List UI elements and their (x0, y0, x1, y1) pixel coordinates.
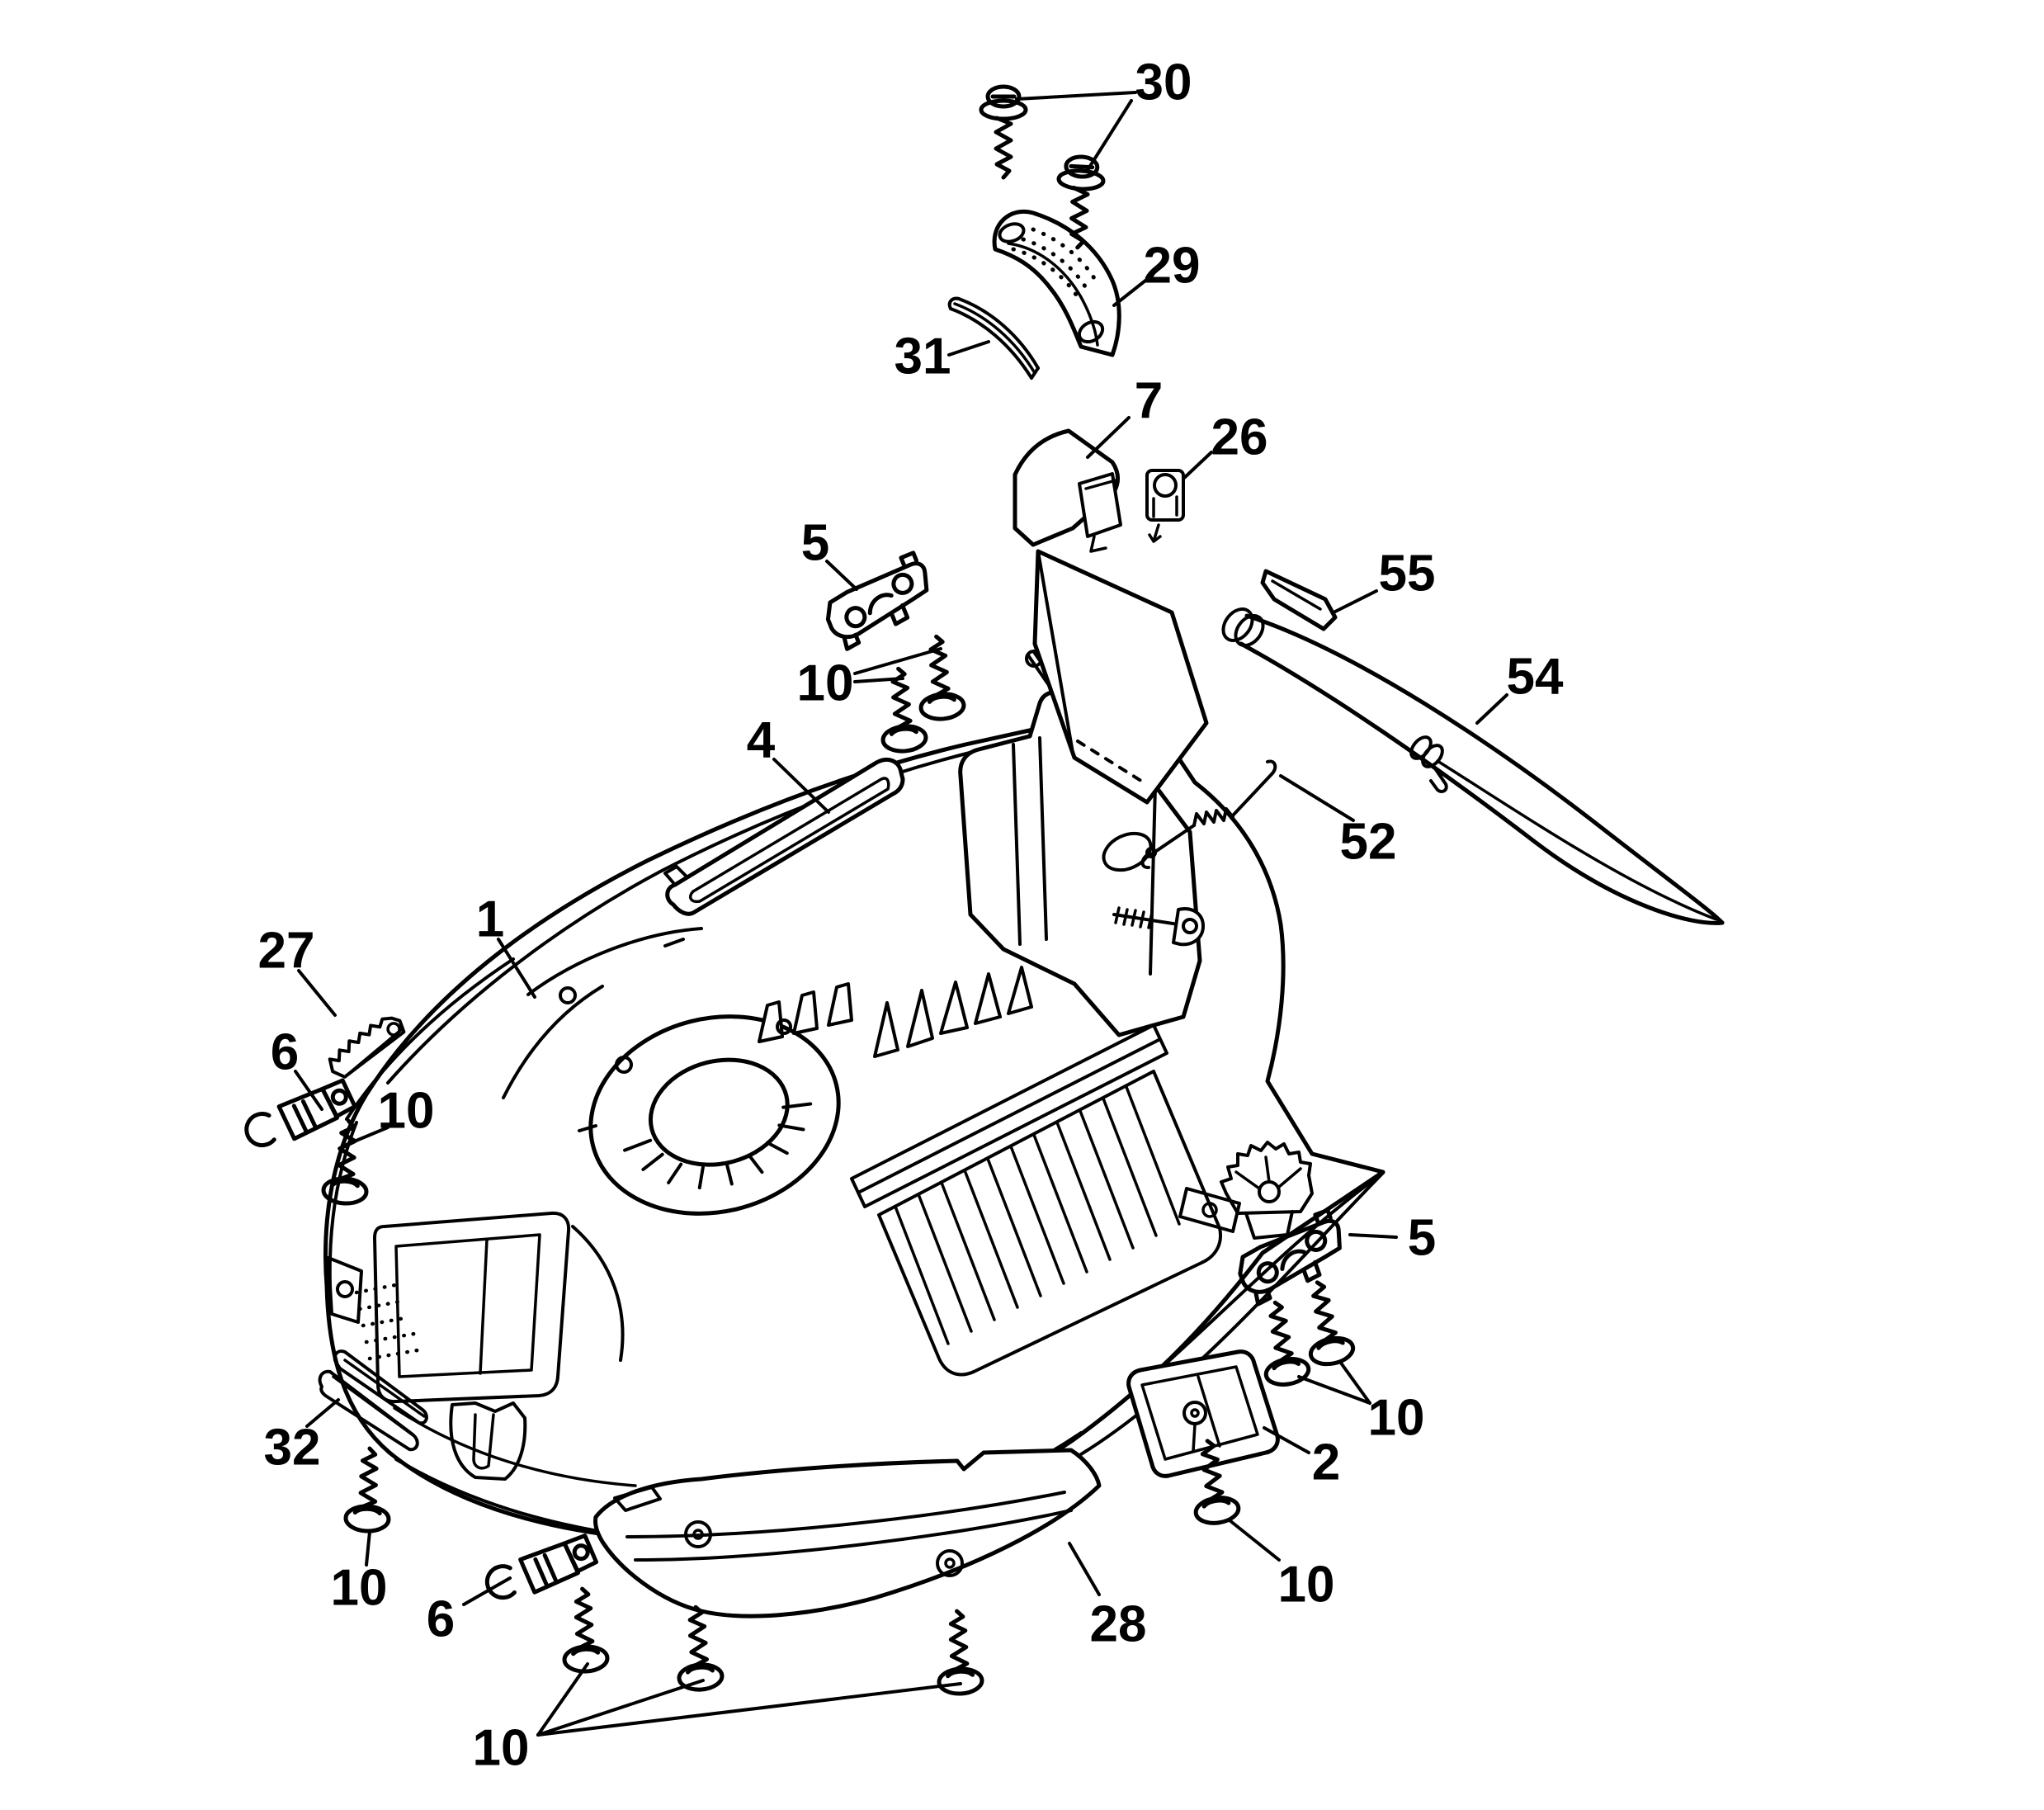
leader-line-10 (536, 1662, 589, 1737)
part-4-trim-strip (663, 758, 905, 916)
callout-54: 54 (1507, 649, 1564, 706)
leader-line-10 (853, 647, 942, 675)
callout-27: 27 (258, 923, 315, 980)
leader-line-27 (297, 969, 337, 1017)
leader-line-10 (1228, 1519, 1281, 1562)
part-32-rub-strip (318, 1349, 428, 1452)
callout-29: 29 (1144, 238, 1201, 295)
callout-55: 55 (1379, 546, 1436, 603)
part-29-handle-grip (992, 209, 1121, 357)
leader-line-10 (853, 677, 904, 683)
callout-6: 6 (427, 1591, 455, 1648)
leader-line-30 (1086, 99, 1133, 172)
part-55-blade-insert (1260, 569, 1338, 631)
part-31-grip-strip (947, 296, 1040, 380)
part-7-chute-cover (1013, 428, 1209, 805)
leader-line-52 (1279, 774, 1355, 822)
part-52-spring (1140, 759, 1277, 870)
leader-line-1 (497, 938, 536, 999)
callout-10: 10 (331, 1560, 388, 1617)
leader-line-26 (1182, 451, 1213, 480)
callout-32: 32 (264, 1420, 321, 1477)
sector-gear (1220, 1141, 1314, 1240)
callout-5: 5 (1408, 1210, 1436, 1267)
leader-line-10 (347, 1126, 389, 1146)
callout-1: 1 (476, 891, 504, 948)
leader-line-7 (1086, 416, 1131, 459)
part-54-deflector-rod (1221, 607, 1725, 925)
callout-28: 28 (1090, 1596, 1147, 1653)
callout-10: 10 (1278, 1557, 1335, 1614)
callout-31: 31 (895, 328, 951, 385)
part-2-skid-plate (1126, 1349, 1280, 1478)
callout-7: 7 (1135, 373, 1163, 430)
leader-line-32 (305, 1398, 340, 1428)
part-26-latch-block (1145, 469, 1185, 543)
leader-line-31 (947, 340, 990, 357)
part-1-deck-housing (323, 647, 1385, 1544)
callout-52: 52 (1340, 814, 1397, 871)
leader-line-6 (294, 1070, 323, 1111)
callout-10: 10 (473, 1720, 530, 1777)
callout-10: 10 (797, 655, 854, 712)
leader-line-10 (365, 1530, 371, 1567)
leader-line-10 (536, 1682, 962, 1737)
leader-line-10 (1297, 1375, 1371, 1405)
callout-10: 10 (1368, 1390, 1425, 1447)
callout-2: 2 (1312, 1434, 1340, 1491)
leader-line-55 (1332, 589, 1378, 614)
leader-line-5 (1348, 1233, 1398, 1239)
callout-6: 6 (271, 1024, 299, 1081)
callout-4: 4 (747, 712, 776, 769)
leader-line-5 (825, 560, 858, 591)
leader-line-54 (1475, 693, 1508, 725)
leader-line-10 (536, 1679, 705, 1737)
leader-line-29 (1112, 279, 1147, 307)
part-28-lower-shield (593, 1448, 1102, 1619)
callout-30: 30 (1135, 54, 1192, 111)
leader-line-28 (1068, 1542, 1101, 1596)
callout-5: 5 (801, 515, 829, 572)
leader-line-2 (1263, 1426, 1310, 1454)
leader-line-4 (772, 758, 830, 814)
leader-line-10 (1338, 1360, 1371, 1405)
leader-line-6 (462, 1576, 512, 1606)
leader-line-30 (1015, 91, 1137, 101)
leader-lines (294, 91, 1508, 1737)
part-27-serrated-bracket (328, 1016, 406, 1079)
callout-26: 26 (1211, 409, 1268, 466)
callout-10: 10 (378, 1083, 435, 1140)
